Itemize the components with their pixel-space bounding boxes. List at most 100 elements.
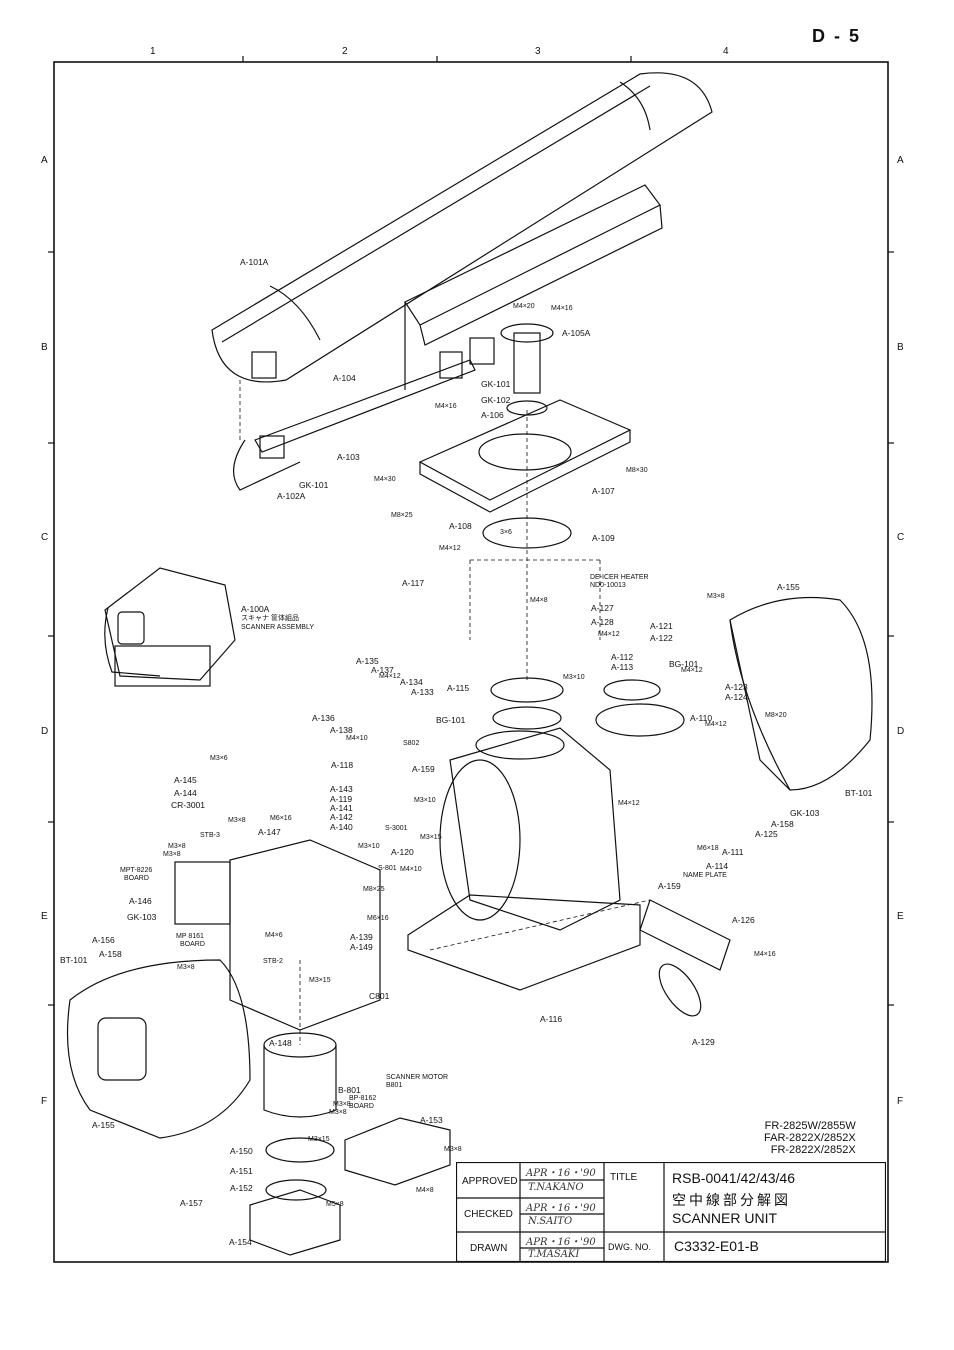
part-label: A-105A [562,328,591,338]
antenna-radiator [211,72,713,383]
part-label: A-142 [330,812,353,822]
callout-label: SCANNER MOTOR [386,1074,449,1081]
part-label: A-109 [592,533,615,543]
drawing-frame [53,61,889,1263]
drawn-label: DRAWN [470,1243,508,1254]
part-label: A-107 [592,486,615,496]
part-label: A-126 [732,915,755,925]
part-label: BT-101 [845,788,873,798]
part-label: A-106 [481,410,504,420]
fastener-label: M4×30 [374,476,396,483]
fastener-label: M3×10 [414,797,436,804]
part-label: A-133 [411,687,434,697]
fastener-label: M6×16 [367,915,389,922]
title-line-1: RSB-0041/42/43/46 [672,1170,795,1186]
part-label: A-147 [258,827,281,837]
component-label: STB-3 [200,832,220,839]
component-label: C801 [369,991,390,1001]
bearing-bg101-right [603,679,661,701]
component-label: BOARD [124,875,149,882]
fastener-label: M4×8 [530,597,548,604]
part-label: A-144 [174,788,197,798]
part-label: BG-101 [669,659,699,669]
part-label: A-103 [337,452,360,462]
part-label: A-150 [230,1146,253,1156]
part-label: A-157 [180,1198,203,1208]
part-label: A-145 [174,775,197,785]
title-label: TITLE [610,1172,638,1183]
callout-label: B801 [386,1082,403,1089]
component-label: BP-8162 [349,1095,377,1102]
component-label: S802 [403,740,420,747]
part-label: A-136 [312,713,335,723]
fastener-label: M3×8 [329,1109,347,1116]
zone-col-2: 2 [342,46,348,57]
part-label: A-151 [230,1166,253,1176]
zone-row-a-right: A [897,155,904,166]
fastener-label: M6×16 [270,815,292,822]
part-label: A-140 [330,822,353,832]
title-block: APPROVED APR・16・'90 T.NAKANO CHECKED APR… [456,1162,886,1262]
fastener-label: M3×15 [308,1136,330,1143]
part-label: A-110 [690,713,713,723]
zone-row-e-right: E [897,911,904,922]
part-label: A-114 [706,861,729,871]
part-label: GK-101 [299,480,329,490]
component-label: BOARD [349,1103,374,1110]
title-line-2: 空中線部分解図 [672,1192,791,1208]
callout-label: スキャナ 筐体組品 [241,615,299,622]
component-label: MP 8161 [176,933,204,940]
fastener-label: M4×12 [379,673,401,680]
part-label: A-153 [420,1115,443,1125]
main-housing [407,677,641,991]
fastener-label: M6×18 [697,845,719,852]
connector-a126 [639,899,731,971]
part-label: A-155 [777,582,800,592]
sheet-number: D - 5 [812,26,862,46]
fastener-label: M4×12 [705,721,727,728]
board-bracket-a153 [344,1117,451,1186]
fastener-label: M3×8 [163,851,181,858]
component-label: S-3001 [385,825,408,832]
fastener-label: M4×12 [598,631,620,638]
zone-row-d-right: D [897,726,905,737]
drawn-date: APR・16・'90 [526,1237,596,1248]
component-label: STB-2 [263,958,283,965]
part-label: A-121 [650,621,673,631]
fastener-label: M3×15 [309,977,331,984]
part-label: A-117 [402,578,425,588]
part-label: A-112 [611,652,634,662]
part-label: A-101A [240,257,269,267]
callout-label: SCANNER ASSEMBLY [241,624,315,631]
zone-row-d-left: D [41,726,49,737]
part-label: BT-101 [60,955,88,965]
checked-label: CHECKED [464,1209,513,1220]
zone-row-c-right: C [897,532,905,543]
fastener-label: M4×16 [754,951,776,958]
fastener-label: M3×8 [228,817,246,824]
part-label: A-104 [333,373,356,383]
part-label: GK-103 [127,912,157,922]
component-label: MPT-8226 [120,867,153,874]
checked-signature: N.SAITO [528,1216,573,1227]
part-label: A-143 [330,784,353,794]
scanner-assembly-thumbnail [104,567,236,687]
title-line-3: SCANNER UNIT [672,1210,778,1226]
part-label: A-102A [277,491,306,501]
part-label: A-123 [725,682,748,692]
part-label: A-138 [330,725,353,735]
fastener-label: M4×10 [346,735,368,742]
fastener-label: M3×15 [420,834,442,841]
fastener-label: M4×20 [513,303,535,310]
dwg-no: C3332-E01-B [674,1238,759,1254]
approved-date: APR・16・'90 [526,1168,596,1179]
callout-label: NAME PLATE [683,872,727,879]
part-label: A-135 [356,656,379,666]
fastener-label: M4×16 [435,403,457,410]
fastener-label: M4×12 [681,667,703,674]
part-label: A-148 [269,1038,292,1048]
zone-row-b-right: B [897,342,904,353]
fastener-label: M4×6 [265,932,283,939]
part-label: BG-101 [436,715,466,725]
zone-row-a-left: A [41,155,48,166]
